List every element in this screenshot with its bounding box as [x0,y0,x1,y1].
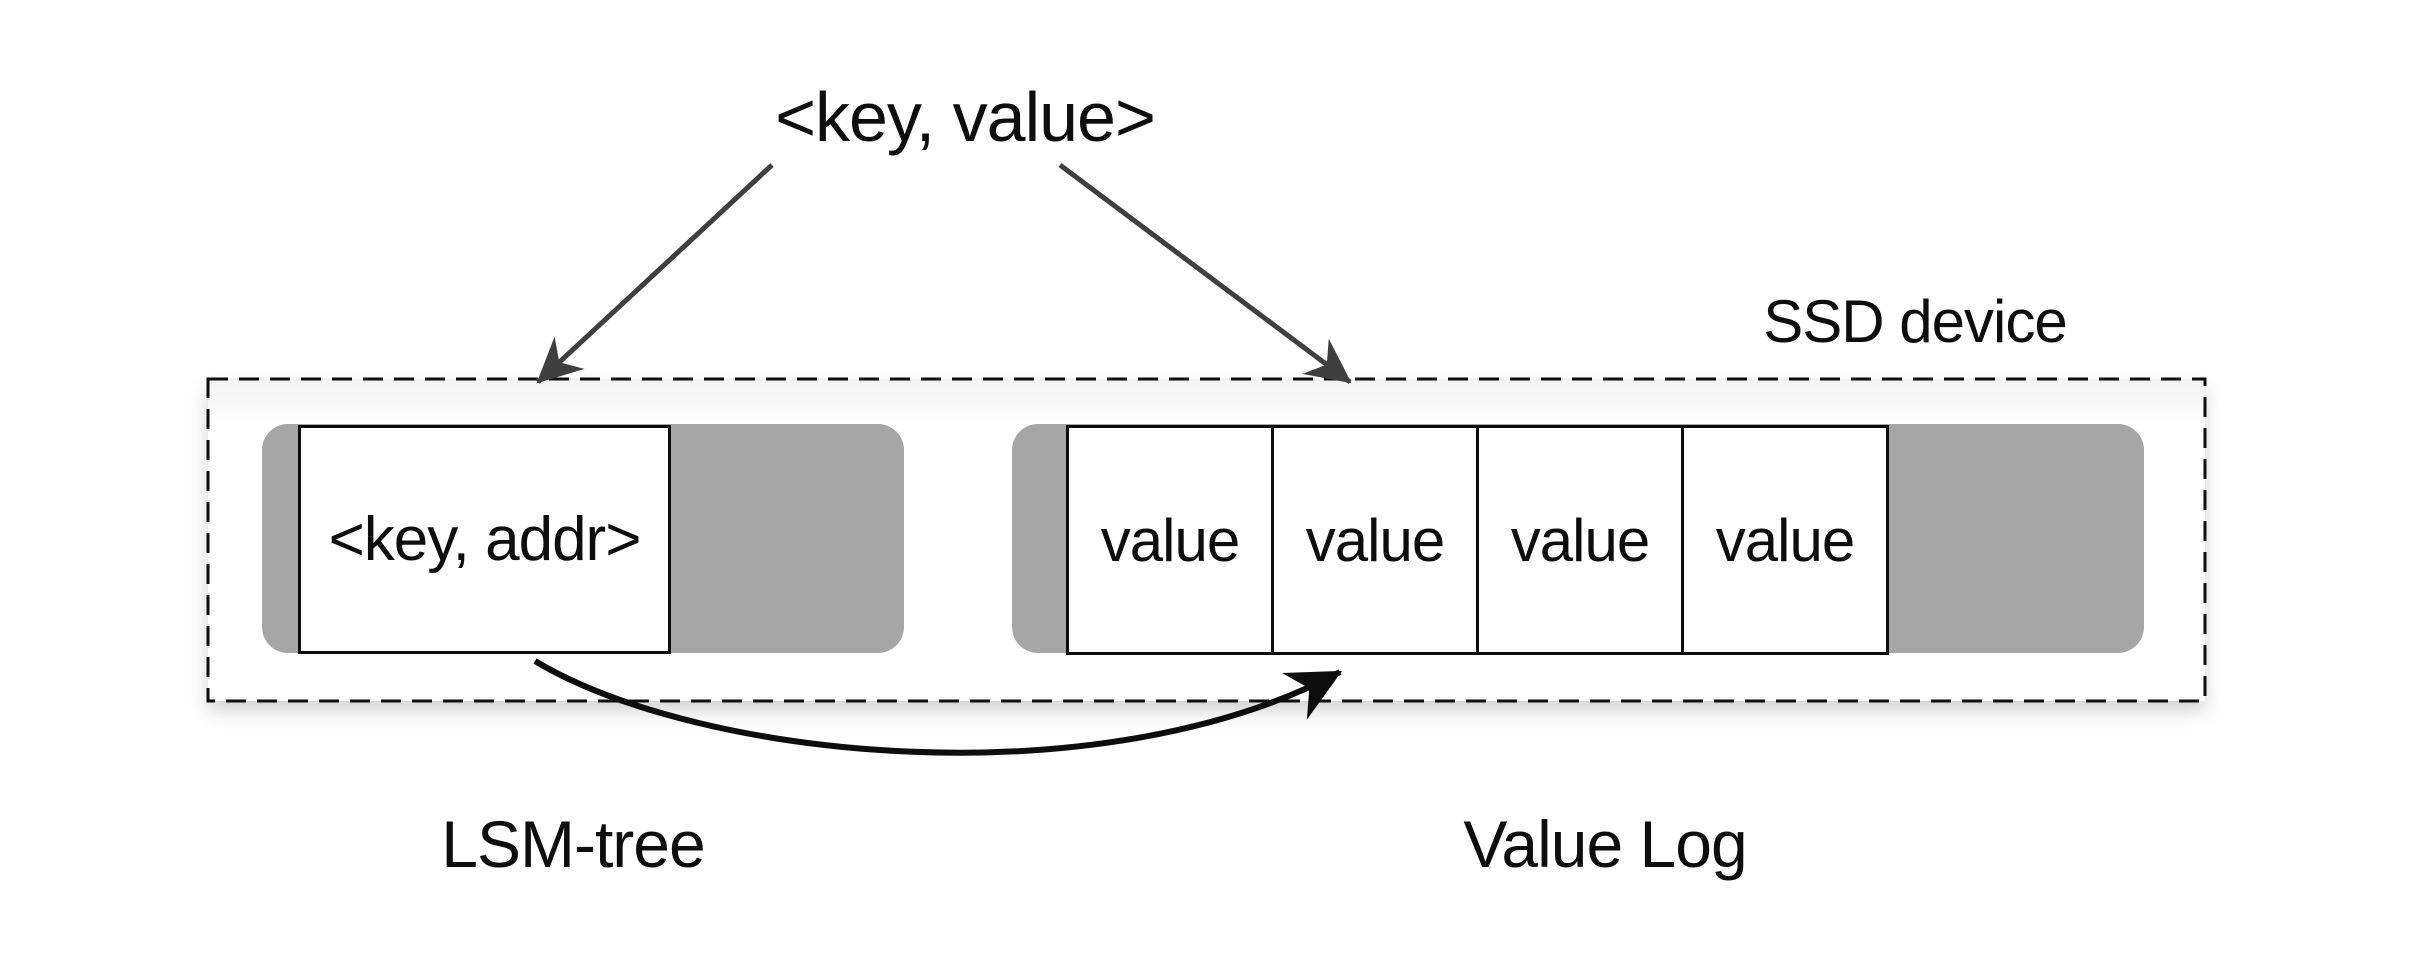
value-cell: value [1476,425,1684,655]
down-left-arrow-icon [536,163,774,384]
value-cell: value [1066,425,1274,655]
value-cell: value [1271,425,1479,655]
lsm-tree-label: LSM-tree [441,807,705,881]
down-right-arrow-icon [1058,162,1352,385]
key-value-pair-label: <key, value> [775,78,1156,156]
key-addr-box: <key, addr> [298,425,671,654]
value-log-label: Value Log [1463,807,1747,881]
ssd-device-label: SSD device [1763,288,2067,355]
value-cell: value [1681,425,1889,655]
